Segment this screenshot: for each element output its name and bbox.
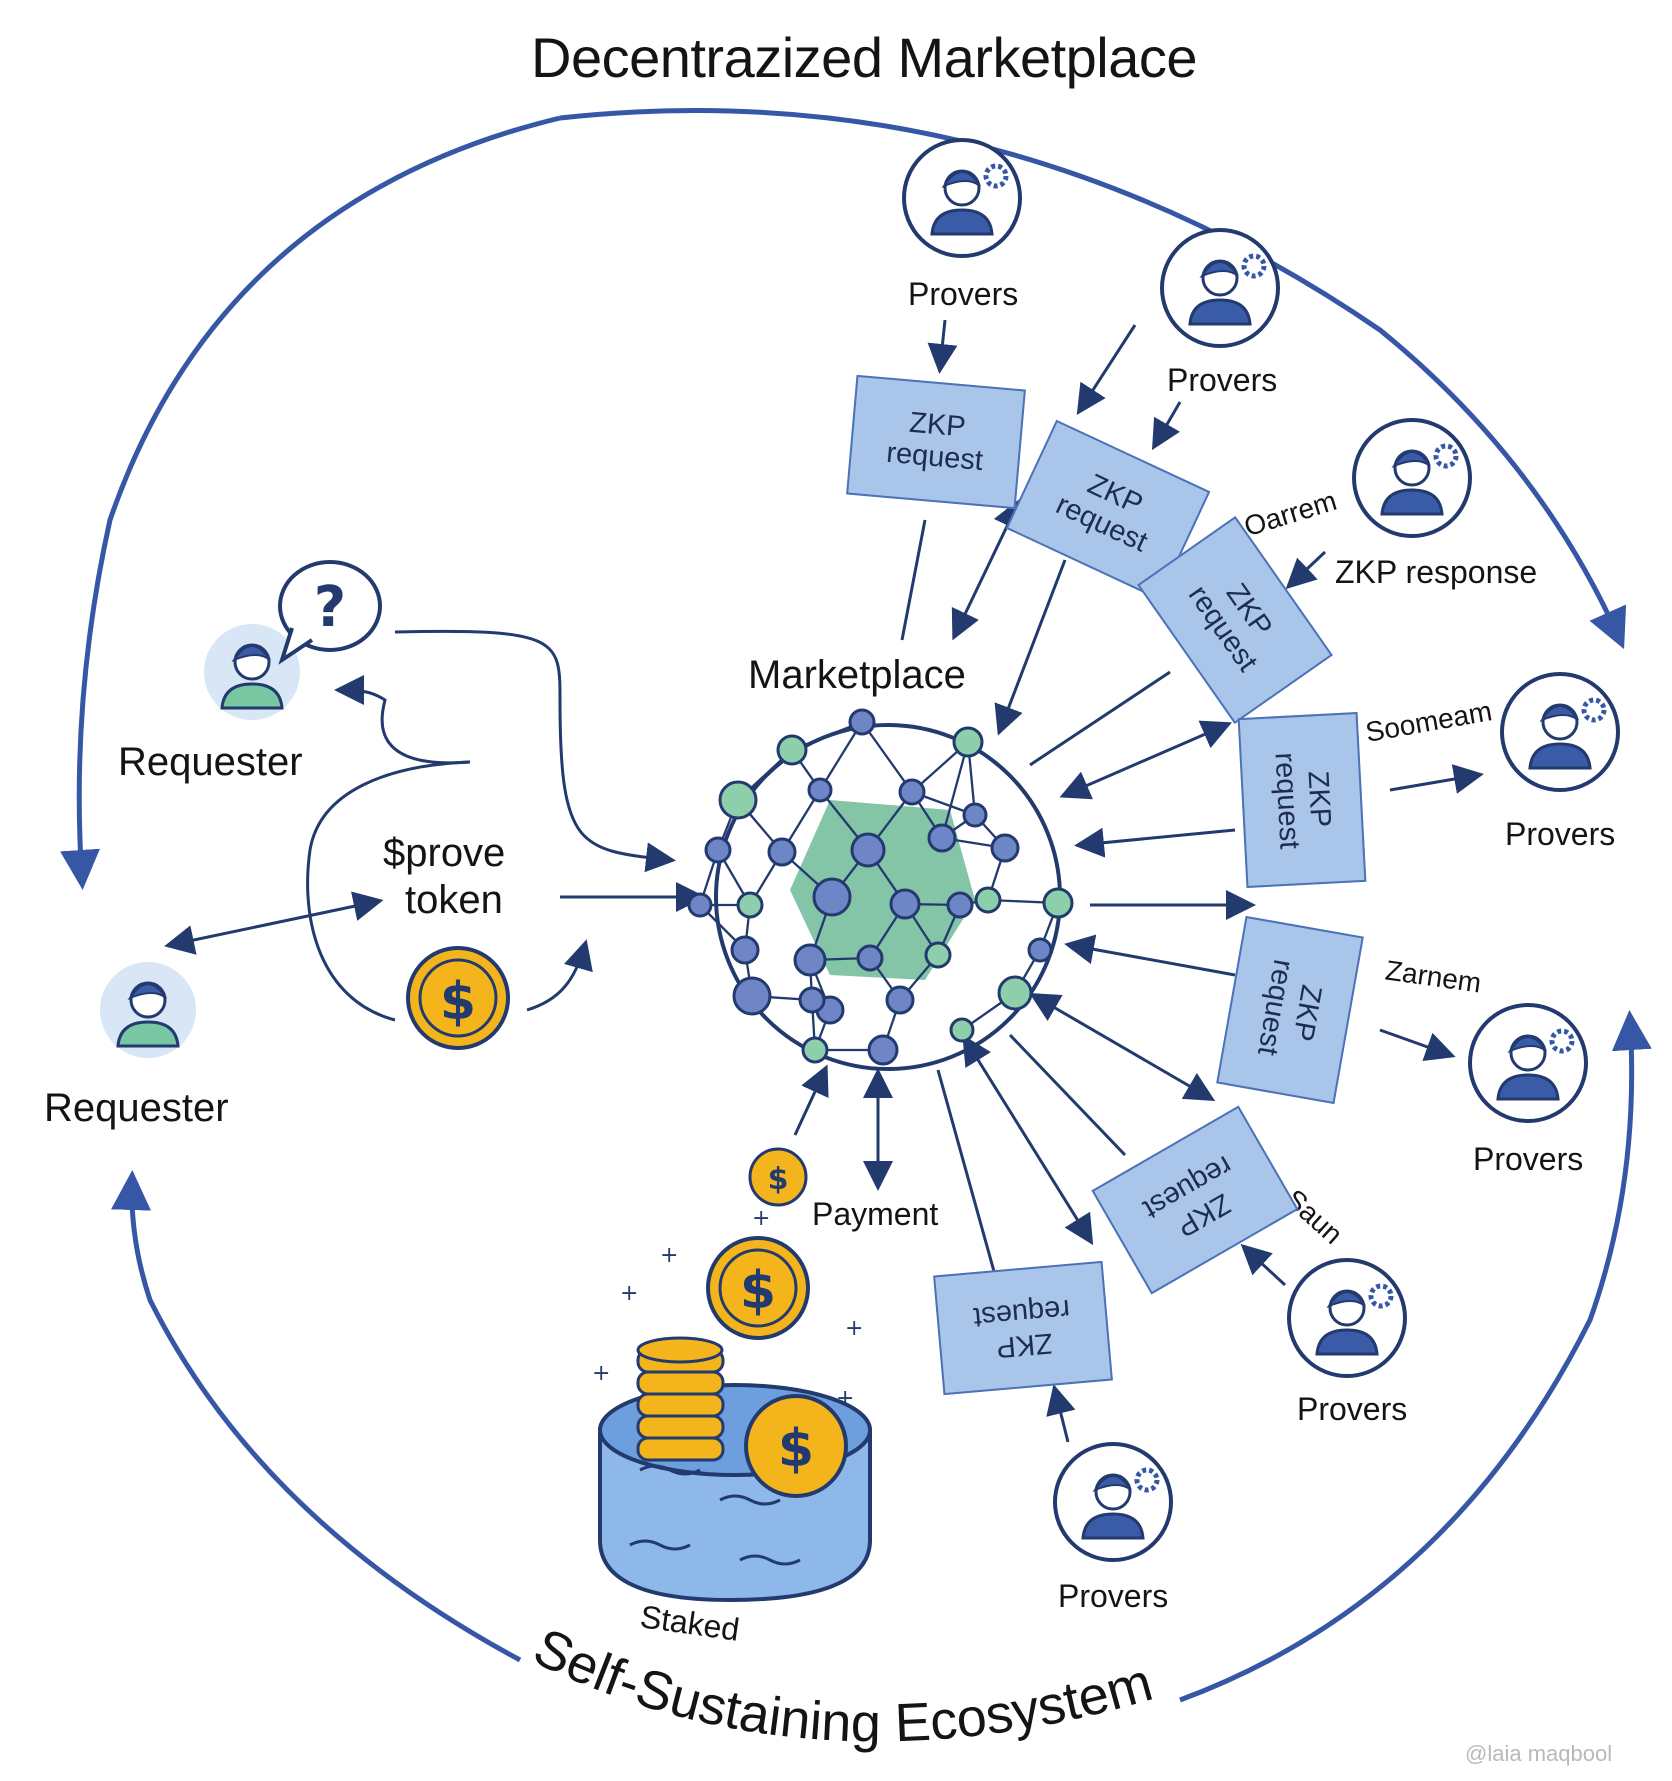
marketplace-network xyxy=(687,708,1074,1071)
network-node xyxy=(974,886,1002,914)
gear-icon xyxy=(1134,1467,1160,1493)
prover-avatar-1 xyxy=(902,138,1022,258)
network-node xyxy=(1042,887,1074,919)
network-node xyxy=(952,726,984,758)
network-node xyxy=(848,708,876,736)
network-node xyxy=(885,985,915,1015)
gear-icon xyxy=(1241,253,1267,279)
network-node xyxy=(798,986,826,1014)
prover-avatar-5 xyxy=(1468,1003,1588,1123)
network-node xyxy=(718,780,758,820)
svg-text:?: ? xyxy=(314,575,346,640)
network-core-hex xyxy=(790,800,975,980)
prover-avatar-7 xyxy=(1053,1442,1173,1562)
gear-icon xyxy=(1581,697,1607,723)
cycle-arc-top-left xyxy=(60,115,561,890)
zkp-response-label: ZKP response xyxy=(1335,554,1538,590)
network-node xyxy=(793,943,827,977)
network-node xyxy=(807,777,833,803)
payment-label: Payment xyxy=(812,1196,939,1232)
question-bubble-icon: ? xyxy=(278,560,382,665)
marketplace-label: Marketplace xyxy=(748,653,966,697)
provers-label-5: Provers xyxy=(1297,1391,1408,1427)
network-node xyxy=(801,1036,829,1064)
network-node xyxy=(732,976,772,1016)
network-node xyxy=(736,891,764,919)
gear-icon xyxy=(1368,1283,1394,1309)
svg-text:+: + xyxy=(620,1281,638,1306)
requester-avatar-2 xyxy=(100,962,196,1058)
svg-text:$: $ xyxy=(440,972,476,1032)
bottom-caption: Self-Sustaining Ecosystem xyxy=(525,1617,1159,1754)
network-node xyxy=(730,935,760,965)
prover-avatar-4 xyxy=(1500,672,1620,792)
network-node xyxy=(924,941,952,969)
network-node xyxy=(687,892,713,918)
network-node xyxy=(776,734,808,766)
network-node xyxy=(850,832,886,868)
network-node xyxy=(997,975,1033,1011)
svg-text:+: + xyxy=(660,1243,678,1268)
sparkles: + + + + + + xyxy=(592,1206,863,1411)
prover-avatar-6 xyxy=(1287,1258,1407,1378)
svg-text:+: + xyxy=(845,1316,863,1341)
network-node xyxy=(946,891,974,919)
prover-avatar-3 xyxy=(1352,418,1472,538)
requester-avatar-1 xyxy=(204,624,300,720)
payment-coin: $ xyxy=(748,1147,808,1207)
network-node xyxy=(990,833,1020,863)
network-node xyxy=(889,888,921,920)
avatars xyxy=(100,138,1620,1562)
cycle-arc-bottom-left xyxy=(111,1170,522,1663)
network-node xyxy=(856,944,884,972)
network-edge xyxy=(940,741,970,839)
cycle-arc-top-right xyxy=(559,108,1627,650)
network-node xyxy=(867,1034,899,1066)
requester-label-top: Requester xyxy=(118,740,303,784)
diagram-title: Decentrazized Marketplace xyxy=(531,26,1198,89)
coin-stack xyxy=(636,1336,725,1462)
svg-text:$: $ xyxy=(768,1162,789,1197)
provers-label-2: Provers xyxy=(1167,362,1278,398)
cycle-arc-bottom-right xyxy=(1179,1010,1652,1703)
prove-token-coin: $ xyxy=(406,946,510,1050)
gear-icon xyxy=(1433,443,1459,469)
network-node xyxy=(962,802,988,828)
watermark: @laia maqbool xyxy=(1465,1741,1613,1766)
provers-label-3: Provers xyxy=(1505,816,1616,852)
network-node xyxy=(812,877,852,917)
provers-label-6: Provers xyxy=(1058,1578,1169,1614)
svg-text:+: + xyxy=(752,1206,770,1231)
svg-text:$: $ xyxy=(740,1261,776,1321)
network-edge xyxy=(861,721,913,793)
staked-coin-top: $ xyxy=(706,1236,810,1340)
network-node xyxy=(1027,937,1053,963)
connector-arrows xyxy=(164,319,1484,1443)
svg-text:+: + xyxy=(836,1386,854,1411)
token-label-line2: token xyxy=(405,878,503,922)
token-label-line1: $prove xyxy=(383,831,506,875)
network-node xyxy=(704,836,732,864)
requester-label-bottom: Requester xyxy=(44,1086,229,1130)
ecosystem-cycle xyxy=(60,108,1652,1703)
network-node xyxy=(767,837,797,867)
provers-label-1: Provers xyxy=(908,276,1019,312)
svg-text:+: + xyxy=(592,1361,610,1386)
staking-pool: $ xyxy=(598,1336,872,1603)
network-node xyxy=(949,1017,975,1043)
gear-icon xyxy=(983,163,1009,189)
provers-label-4: Provers xyxy=(1473,1141,1584,1177)
network-node xyxy=(898,778,926,806)
prover-avatar-2 xyxy=(1160,228,1280,348)
svg-text:$: $ xyxy=(778,1419,814,1479)
gear-icon xyxy=(1549,1028,1575,1054)
network-node xyxy=(927,823,957,853)
